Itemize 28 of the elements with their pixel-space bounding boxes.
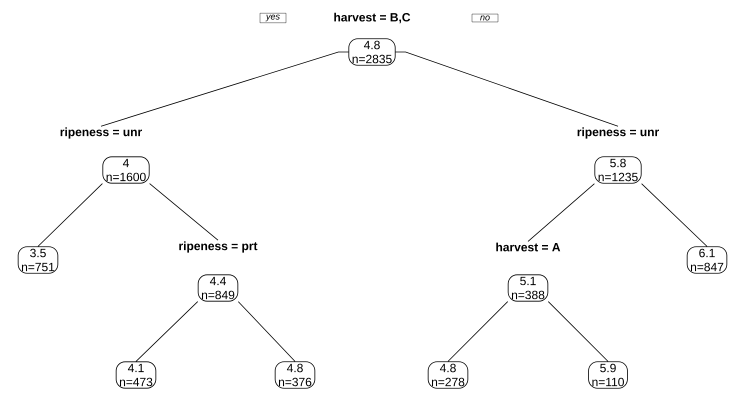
branch-line xyxy=(548,301,608,362)
node-box: 4.8 n=278 xyxy=(428,361,468,389)
split-label: harvest = B,C xyxy=(334,12,410,24)
node-box: 4 n=1600 xyxy=(102,156,150,184)
node-box: 4.8 n=376 xyxy=(274,361,316,389)
node-box: 5.8 n=1235 xyxy=(594,156,642,184)
branch-line xyxy=(395,52,618,127)
split-label: ripeness = unr xyxy=(578,127,659,139)
branch-tag: no xyxy=(472,14,498,22)
branch-line xyxy=(136,301,198,362)
branch-line xyxy=(100,52,349,127)
branch-tag: yes xyxy=(260,12,286,24)
branch-line xyxy=(448,301,508,362)
node-box: 4.8 n=2835 xyxy=(348,38,396,66)
branch-line xyxy=(149,183,218,241)
branch-line xyxy=(528,183,595,242)
split-label: ripeness = prt xyxy=(179,241,258,253)
node-box: 4.4 n=849 xyxy=(198,274,238,302)
node-box: 5.9 n=110 xyxy=(588,361,628,389)
split-label: harvest = A xyxy=(496,242,560,252)
node-box: 4.1 n=473 xyxy=(116,361,156,389)
branch-line xyxy=(38,183,103,247)
branch-line xyxy=(238,301,296,362)
node-box: 5.1 n=388 xyxy=(508,274,548,302)
node-box: 6.1 n=847 xyxy=(686,246,728,274)
split-label: ripeness = unr xyxy=(60,127,142,139)
branch-line xyxy=(641,183,708,247)
node-box: 3.5 n=751 xyxy=(18,246,58,274)
